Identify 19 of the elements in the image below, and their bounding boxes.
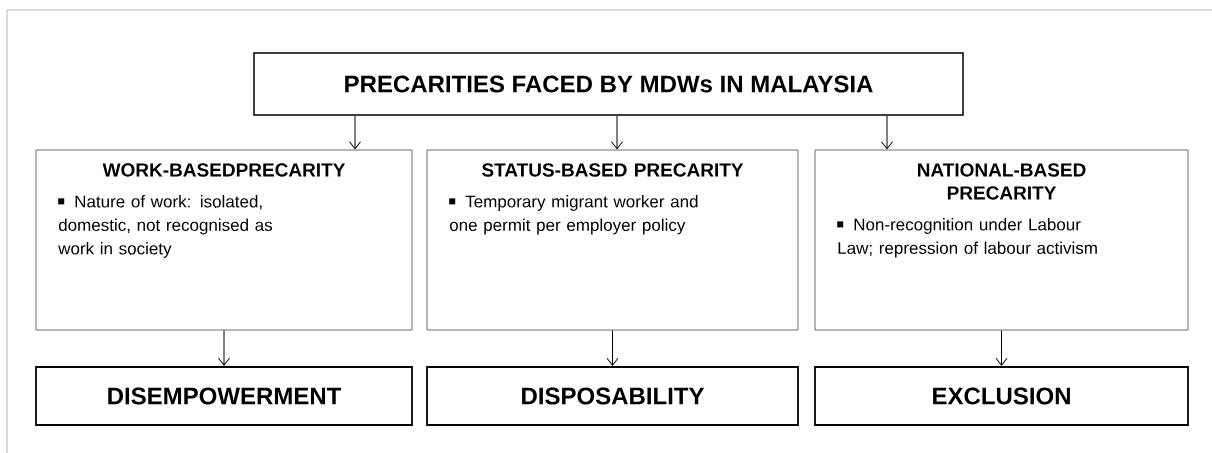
category-box <box>35 149 413 331</box>
outcome-box: EXCLUSION <box>814 366 1189 426</box>
category-box <box>426 149 799 331</box>
arrow <box>995 329 1008 366</box>
arrow <box>218 329 230 366</box>
box-heading: NATIONAL-BASED PRECARITY <box>918 163 1086 200</box>
arrow <box>606 329 619 366</box>
arrow <box>349 115 361 150</box>
bullet-text: Nature of work: isolated, domestic, not recognised as work in society <box>58 195 273 258</box>
box-heading: WORK-BASEDPRECARITY <box>102 163 346 177</box>
outcome-box: DISEMPOWERMENT <box>35 366 413 426</box>
outcome-box: DISPOSABILITY <box>426 366 799 426</box>
arrow <box>611 115 623 150</box>
bullet-text: Temporary migrant worker and one permit per employer policy <box>449 195 698 235</box>
box-heading: STATUS-BASED PRECARITY <box>482 163 744 177</box>
category-box <box>814 149 1189 331</box>
arrow <box>881 115 893 150</box>
bullet-text: Non-recognition under Labour Law; repression of labour activism <box>837 218 1097 258</box>
title-box: PRECARITIES FACED BY MDWs IN MALAYSIA <box>253 52 964 116</box>
